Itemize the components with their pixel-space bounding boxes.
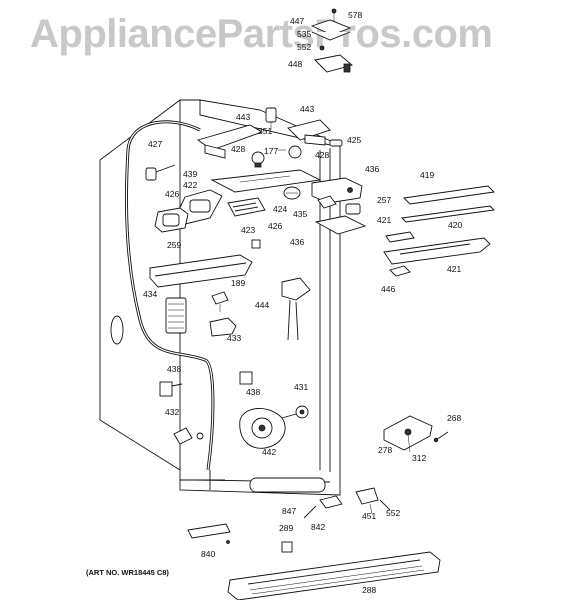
crisper-rail (403, 185, 495, 205)
callout-426: 426 (165, 189, 179, 199)
callout-434: 434 (143, 289, 157, 299)
switch-center (239, 371, 253, 385)
watermark: AppliancePartsPros.com (30, 12, 493, 56)
light-socket (265, 107, 277, 130)
callout-251: 251 (258, 126, 272, 136)
callout-419: 419 (420, 170, 434, 180)
callout-447: 447 (290, 16, 304, 26)
cabinet-bottom-slot (249, 477, 326, 493)
control-mounting-plate (210, 169, 322, 193)
callout-443: 443 (300, 104, 314, 114)
callout-259: 259 (167, 240, 181, 250)
callout-189: 189 (231, 278, 245, 288)
damper-control (281, 277, 311, 341)
rail-end (385, 231, 415, 243)
wire-harness (124, 120, 215, 471)
callout-423: 423 (241, 225, 255, 235)
thermostat-housing (311, 177, 363, 204)
part-433 (209, 317, 237, 337)
callout-438: 438 (167, 364, 181, 374)
wire-connector (145, 164, 176, 181)
vent-louver-right (227, 197, 266, 217)
light-switch (251, 239, 261, 249)
callout-439: 439 (183, 169, 197, 179)
callout-421: 421 (447, 264, 461, 274)
light-bulb-right (278, 145, 302, 159)
callout-432: 432 (165, 407, 179, 417)
part-840 (187, 523, 231, 544)
rail-slide (383, 237, 491, 265)
part-431 (295, 405, 309, 419)
callout-847: 847 (282, 506, 296, 516)
callout-443: 443 (236, 112, 250, 122)
callout-289: 289 (279, 523, 293, 533)
callout-448: 448 (288, 59, 302, 69)
part-189 (211, 291, 229, 312)
callout-424: 424 (273, 204, 287, 214)
light-shield (149, 254, 253, 288)
callout-labels: 578 447 535 552 448 443 443 251 425 427 428 177 428 4… (143, 10, 462, 595)
callout-426: 426 (268, 221, 282, 231)
callout-535: 535 (297, 29, 311, 39)
callout-428: 428 (231, 144, 245, 154)
part-257 (345, 203, 361, 215)
callout-444: 444 (255, 300, 269, 310)
thermostat-sensor (317, 195, 337, 209)
callout-177: 177 (264, 146, 278, 156)
callout-552: 552 (297, 42, 311, 52)
part-432 (173, 427, 204, 445)
rail-clip (389, 265, 411, 277)
part-425 (329, 139, 343, 147)
callout-578: 578 (348, 10, 362, 20)
callout-552: 552 (386, 508, 400, 518)
callout-840: 840 (201, 549, 215, 559)
callout-442: 442 (262, 447, 276, 457)
callout-446: 446 (381, 284, 395, 294)
control-housing-bracket-left (196, 124, 264, 159)
callout-312: 312 (412, 453, 426, 463)
part-847 (303, 505, 317, 519)
hinge-bracket-bottom (319, 495, 343, 509)
callout-425: 425 (347, 135, 361, 145)
callout-451: 451 (362, 511, 376, 521)
light-bulb-left (251, 151, 265, 168)
callout-428: 428 (315, 150, 329, 160)
callout-438: 438 (246, 387, 260, 397)
air-diffuser (165, 297, 187, 334)
control-cover-plate (314, 215, 367, 235)
callout-431: 431 (294, 382, 308, 392)
screw-268 (433, 431, 449, 443)
callout-427: 427 (148, 139, 162, 149)
callout-433: 433 (227, 333, 241, 343)
callout-268: 268 (447, 413, 461, 423)
control-dial (283, 186, 301, 200)
cam-bracket (383, 415, 433, 453)
callout-422: 422 (183, 180, 197, 190)
callout-421: 421 (377, 215, 391, 225)
callout-257: 257 (377, 195, 391, 205)
callout-278: 278 (378, 445, 392, 455)
art-number: (ART NO. WR18445 C8) (86, 568, 169, 577)
top-hinge-assembly (310, 8, 353, 73)
cabinet-side-hole (110, 315, 124, 345)
evaporator-fan-motor (239, 408, 297, 449)
cabinet-outline (99, 99, 341, 496)
callout-436: 436 (290, 237, 304, 247)
bottom-hinge (355, 487, 379, 515)
vent-louver-left (154, 207, 189, 233)
screw-552-bottom (379, 499, 391, 511)
callout-420: 420 (448, 220, 462, 230)
callout-435: 435 (293, 209, 307, 219)
base-grille (227, 551, 441, 600)
callout-288: 288 (362, 585, 376, 595)
rail-strip (401, 205, 495, 223)
switch-left (159, 381, 183, 397)
control-housing-bracket-right (287, 119, 331, 146)
callout-436: 436 (365, 164, 379, 174)
callout-842: 842 (311, 522, 325, 532)
part-289 (281, 541, 293, 553)
